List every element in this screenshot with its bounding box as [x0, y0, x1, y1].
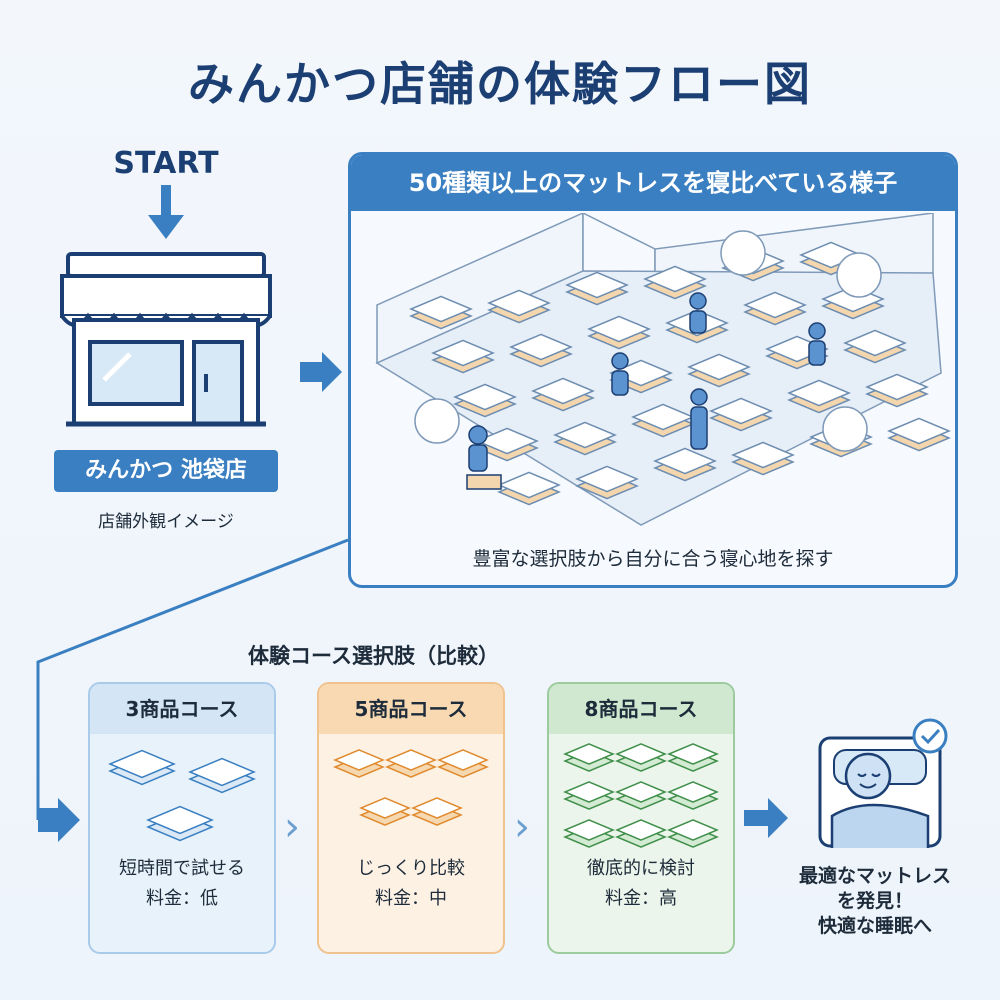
store-name-badge: みんかつ 池袋店 [54, 450, 278, 492]
result-line: を発見！ [836, 890, 913, 912]
mattress-icon [509, 333, 573, 368]
mattress-icon [787, 379, 851, 414]
mattress-icon [687, 353, 751, 388]
mattress-icon [615, 819, 667, 848]
mattress-icon [631, 403, 695, 438]
result-line: 快適な睡眠へ [817, 915, 932, 937]
mattress-icon [565, 271, 629, 306]
course-card-5[interactable]: 5商品コース じっくり比較 料金：中 [317, 682, 505, 954]
mattress-icons [108, 749, 256, 842]
store-icon [60, 252, 272, 427]
mattress-grid [409, 241, 951, 506]
showroom-header: 50種類以上のマットレスを寝比べている様子 [351, 155, 955, 211]
mattress-icon [563, 781, 615, 810]
mattress-icon [821, 285, 885, 320]
sleeping-person-icon [818, 718, 948, 848]
course-price: 料金：高 [605, 888, 677, 909]
mattress-icon [437, 749, 489, 778]
mattress-icon [575, 465, 639, 500]
person-icon [466, 292, 826, 490]
mattress-icon [587, 315, 651, 350]
mattress-icon [359, 797, 411, 826]
mattress-icon [475, 427, 539, 462]
mattress-icon [497, 471, 561, 506]
chevron-right-icon: › [514, 804, 530, 850]
mattress-icon [865, 373, 929, 408]
course-name: 8商品コース [549, 684, 733, 734]
mattress-icon [108, 749, 176, 786]
arrow-right-icon [744, 798, 788, 838]
mattress-icons [333, 749, 489, 826]
start-label: START [113, 146, 219, 181]
course-name: 5商品コース [319, 684, 503, 734]
page-title: みんかつ店舗の体験フロー図 [188, 57, 812, 111]
start-arrow-icon [148, 185, 184, 239]
showroom-illustration [375, 213, 951, 526]
mattress-icon [709, 397, 773, 432]
result-line: 最適なマットレス [798, 865, 951, 887]
mattress-icon [411, 797, 463, 826]
showroom-panel: 50種類以上のマットレスを寝比べている様子 豊富な選択肢から自分に合う寝心地を探… [348, 152, 958, 588]
thought-bubble-icon [414, 230, 882, 452]
chevron-right-icon: › [284, 804, 300, 850]
course-price: 料金：中 [375, 888, 447, 909]
mattress-icon [667, 743, 719, 772]
course-description: 短時間で試せる [119, 858, 245, 879]
mattress-icon [615, 781, 667, 810]
mattress-icon [843, 329, 907, 364]
mattress-icon [553, 421, 617, 456]
course-card-8[interactable]: 8商品コース 徹底的に検討 料金：高 [547, 682, 735, 954]
mattress-icon [743, 291, 807, 326]
mattress-icon [731, 441, 795, 476]
course-description: じっくり比較 [357, 858, 465, 879]
mattress-icon [333, 749, 385, 778]
mattress-icon [453, 383, 517, 418]
result-message: 最適なマットレス を発見！ 快適な睡眠へ [770, 864, 980, 939]
mattress-icon [146, 805, 214, 842]
mattress-icon [563, 819, 615, 848]
mattress-icon [487, 289, 551, 324]
mattress-icon [409, 295, 473, 330]
mattress-icon [653, 447, 717, 482]
comparison-title: 体験コース選択肢（比較） [248, 644, 499, 668]
course-description: 徹底的に検討 [587, 858, 695, 879]
mattress-icon [563, 743, 615, 772]
mattress-icon [643, 265, 707, 300]
course-name: 3商品コース [90, 684, 274, 734]
mattress-icon [667, 781, 719, 810]
mattress-icon [431, 339, 495, 374]
course-card-3[interactable]: 3商品コース 短時間で試せる 料金：低 [88, 682, 276, 954]
showroom-caption: 豊富な選択肢から自分に合う寝心地を探す [472, 548, 834, 570]
mattress-icons [563, 743, 719, 848]
mattress-icon [385, 749, 437, 778]
mattress-icon [887, 417, 951, 452]
course-price: 料金：低 [146, 888, 218, 909]
mattress-icon [188, 757, 256, 794]
mattress-icon [615, 743, 667, 772]
mattress-icon [531, 377, 595, 412]
store-caption: 店舗外観イメージ [98, 512, 234, 532]
mattress-icon [667, 819, 719, 848]
